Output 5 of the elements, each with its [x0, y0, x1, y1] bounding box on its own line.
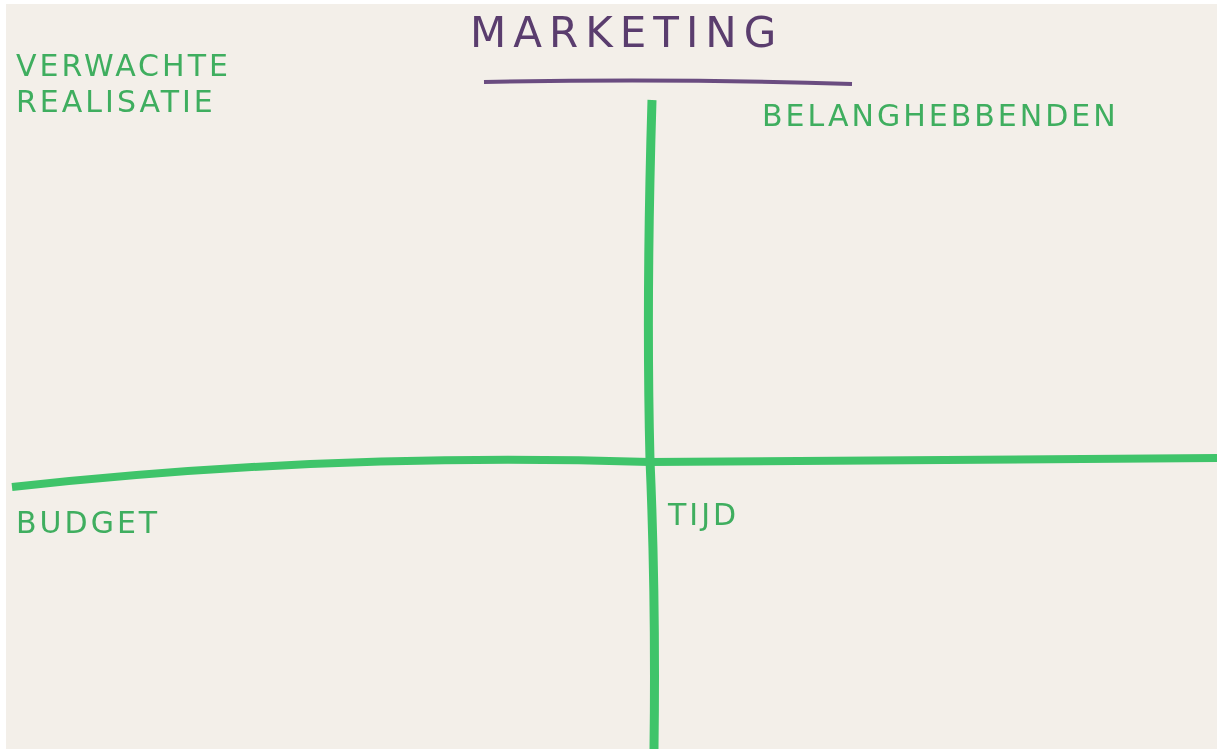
quadrant-heading: BUDGET: [16, 505, 161, 541]
quadrant-heading: VERWACHTE REALISATIE: [16, 48, 232, 120]
quadrant-heading: BELANGHEBBENDEN: [762, 98, 1119, 134]
quadrant-heading: TIJD: [668, 497, 740, 533]
title: MARKETING: [470, 8, 784, 57]
